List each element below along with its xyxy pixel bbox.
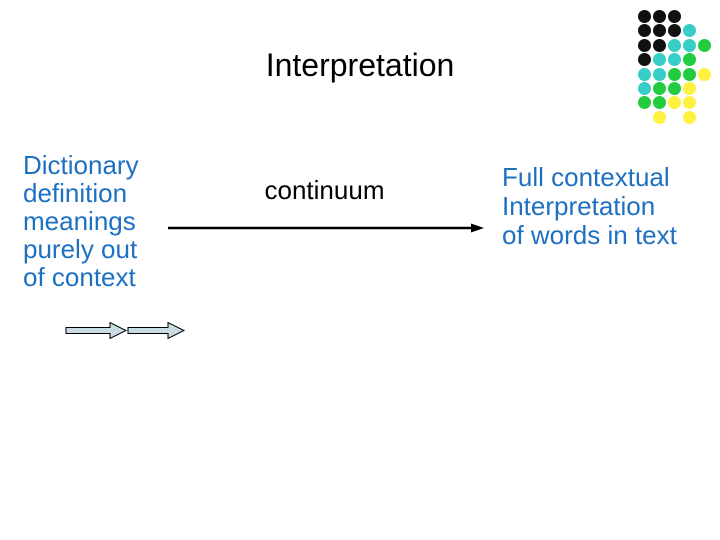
logo-dot-yellow bbox=[698, 67, 711, 81]
right-text-block: Full contextual Interpretation of words … bbox=[502, 163, 677, 250]
logo-dot-black bbox=[638, 10, 651, 23]
logo-dot-black bbox=[668, 10, 681, 23]
logo-dot-green bbox=[698, 38, 711, 52]
logo-dot-teal bbox=[683, 38, 696, 52]
logo-dot-green bbox=[683, 67, 696, 81]
logo-dot-black bbox=[653, 10, 666, 23]
logo-dot-black bbox=[668, 24, 681, 38]
logo-dot-black bbox=[638, 38, 651, 52]
left-text-line: meanings bbox=[23, 206, 136, 236]
logo-dot-teal bbox=[683, 24, 696, 38]
logo-dot-yellow bbox=[683, 96, 696, 110]
block-arrows-icon bbox=[65, 321, 186, 340]
left-text-block: Dictionary definition meanings purely ou… bbox=[23, 151, 139, 291]
right-text-line: Full contextual bbox=[502, 162, 670, 192]
logo-dot-green bbox=[653, 96, 666, 110]
right-text-line: Interpretation bbox=[502, 191, 656, 221]
block-arrow-left-icon bbox=[65, 321, 128, 340]
logo-dot-teal bbox=[668, 53, 681, 67]
logo-dot-yellow bbox=[683, 82, 696, 95]
dots-logo bbox=[638, 10, 714, 126]
left-text-line: of context bbox=[23, 262, 136, 292]
logo-dot-teal bbox=[638, 67, 651, 81]
right-text-line: of words in text bbox=[502, 220, 677, 250]
slide-title: Interpretation bbox=[265, 47, 455, 83]
left-text-line: Dictionary bbox=[23, 150, 139, 180]
left-text-line: definition bbox=[23, 178, 128, 208]
logo-dot-yellow bbox=[683, 110, 696, 124]
left-text-line: purely out bbox=[23, 234, 138, 264]
block-arrow-right-icon bbox=[127, 321, 186, 340]
logo-dot-green bbox=[668, 82, 681, 95]
continuum-label: continuum bbox=[264, 175, 385, 205]
logo-dot-green bbox=[668, 67, 681, 81]
logo-dot-black bbox=[638, 53, 651, 67]
logo-dot-green bbox=[683, 53, 696, 67]
logo-dot-teal bbox=[653, 67, 666, 81]
logo-dot-green bbox=[638, 96, 651, 110]
logo-dot-yellow bbox=[668, 96, 681, 110]
logo-dot-teal bbox=[653, 53, 666, 67]
logo-dot-teal bbox=[668, 38, 681, 52]
continuum-arrow-icon bbox=[168, 223, 484, 233]
logo-dot-green bbox=[653, 82, 666, 95]
logo-dot-yellow bbox=[653, 110, 666, 124]
logo-dot-black bbox=[638, 24, 651, 38]
logo-dot-black bbox=[653, 38, 666, 52]
logo-dot-black bbox=[653, 24, 666, 38]
logo-dot-teal bbox=[638, 82, 651, 95]
